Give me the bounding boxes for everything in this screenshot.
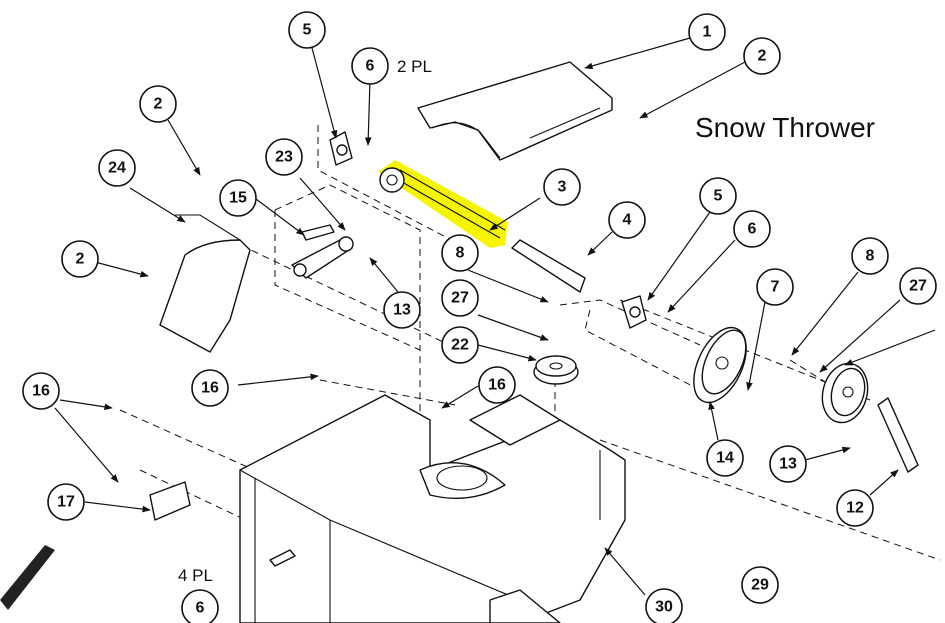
belt-cover-part xyxy=(417,61,613,161)
callout-5: 5 xyxy=(288,11,326,49)
tube-part xyxy=(511,239,586,293)
callout-23: 23 xyxy=(265,138,303,176)
svg-text:5: 5 xyxy=(303,22,312,39)
svg-text:14: 14 xyxy=(716,450,734,467)
auger-housing-part xyxy=(239,394,626,623)
svg-text:6: 6 xyxy=(748,221,757,238)
svg-text:16: 16 xyxy=(32,383,50,400)
svg-text:1: 1 xyxy=(703,24,712,41)
callout-16: 16 xyxy=(478,366,516,404)
callout-24: 24 xyxy=(98,149,136,187)
callout-16: 16 xyxy=(191,369,229,407)
svg-text:8: 8 xyxy=(456,245,465,262)
diagram-title: Snow Thrower xyxy=(695,112,876,143)
callout-7: 7 xyxy=(756,268,794,306)
idler-pulley-part xyxy=(821,362,869,424)
shaft-part-highlighted xyxy=(378,160,508,248)
svg-text:27: 27 xyxy=(451,290,469,307)
callout-5: 5 xyxy=(699,177,737,215)
svg-text:2: 2 xyxy=(154,96,163,113)
callout-8: 8 xyxy=(441,234,479,272)
svg-text:22: 22 xyxy=(451,337,469,354)
callout-14: 14 xyxy=(706,439,744,477)
callout-4: 4 xyxy=(608,201,646,239)
svg-text:16: 16 xyxy=(201,380,219,397)
svg-text:17: 17 xyxy=(57,494,75,511)
callout-8: 8 xyxy=(851,237,889,275)
callout-13: 13 xyxy=(383,291,421,329)
svg-text:13: 13 xyxy=(779,456,797,473)
svg-text:29: 29 xyxy=(751,577,769,594)
callout-13: 13 xyxy=(769,445,807,483)
callout-6: 6 xyxy=(181,589,219,623)
note-four-places: 4 PL xyxy=(178,566,213,585)
svg-text:30: 30 xyxy=(655,599,673,616)
callout-12: 12 xyxy=(836,489,874,527)
svg-text:3: 3 xyxy=(558,179,567,196)
callout-6: 6 xyxy=(351,47,389,85)
callout-29: 29 xyxy=(741,566,779,604)
callout-3: 3 xyxy=(543,168,581,206)
svg-text:8: 8 xyxy=(866,248,875,265)
svg-text:2: 2 xyxy=(758,48,767,65)
callout-17: 17 xyxy=(47,483,85,521)
svg-text:4: 4 xyxy=(623,212,632,229)
svg-text:6: 6 xyxy=(196,600,205,617)
callout-15: 15 xyxy=(219,179,257,217)
callout-27: 27 xyxy=(441,279,479,317)
idler-arm-part xyxy=(877,397,919,473)
svg-text:16: 16 xyxy=(488,377,506,394)
callout-2: 2 xyxy=(743,37,781,75)
callout-2: 2 xyxy=(61,240,99,278)
svg-text:24: 24 xyxy=(108,160,126,177)
callout-22: 22 xyxy=(441,326,479,364)
callout-1: 1 xyxy=(688,13,726,51)
svg-text:6: 6 xyxy=(366,58,375,75)
svg-text:2: 2 xyxy=(76,251,85,268)
callout-16: 16 xyxy=(22,372,60,410)
svg-text:12: 12 xyxy=(846,500,864,517)
callout-30: 30 xyxy=(645,588,683,623)
large-pulley-part xyxy=(693,326,747,404)
deflector-part xyxy=(159,239,251,353)
chain-part xyxy=(0,545,55,610)
svg-text:13: 13 xyxy=(393,302,411,319)
callout-2: 2 xyxy=(139,85,177,123)
svg-text:5: 5 xyxy=(714,188,723,205)
svg-text:27: 27 xyxy=(909,278,927,295)
leader-lines xyxy=(54,37,936,596)
small-pulley-part xyxy=(533,355,579,385)
note-two-places: 2 PL xyxy=(397,57,432,76)
callout-6: 6 xyxy=(733,210,771,248)
svg-text:15: 15 xyxy=(229,190,247,207)
svg-text:7: 7 xyxy=(771,279,780,296)
svg-text:23: 23 xyxy=(275,149,293,166)
mount-bracket-part xyxy=(149,481,191,521)
callout-27: 27 xyxy=(899,267,937,305)
